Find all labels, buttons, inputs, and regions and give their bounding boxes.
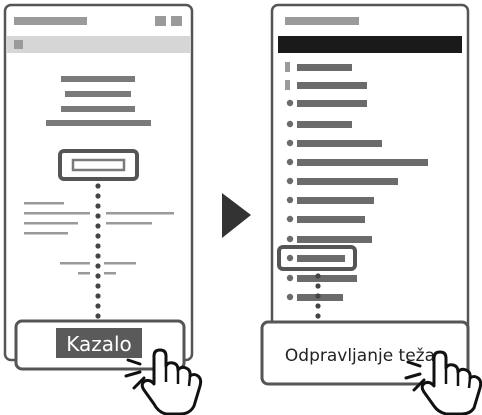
- right-troubleshooting-highlight: [277, 245, 357, 271]
- right-black-band: [278, 36, 462, 53]
- triangle-right-arrow-icon: [222, 193, 251, 238]
- left-dotted-connector: [95, 183, 101, 319]
- left-tap-burst-icon: [124, 358, 146, 390]
- right-tap-burst-icon: [404, 360, 426, 392]
- right-device-screen: Odpravljanje težav: [260, 3, 470, 386]
- left-body-lines: [24, 202, 174, 275]
- left-index-label-box: [56, 328, 142, 358]
- left-heading-line-2: [65, 91, 131, 97]
- left-heading-line-1: [61, 76, 135, 82]
- left-heading-line-4: [46, 120, 151, 126]
- left-index-button-shape: [71, 158, 126, 172]
- left-title-bar: [14, 17, 87, 25]
- left-device-screen: Kazalo: [3, 3, 194, 371]
- right-title-bar: [285, 17, 359, 25]
- left-index-label: Kazalo: [66, 332, 132, 356]
- left-heading-line-3: [61, 106, 135, 112]
- left-header-square-1: [155, 16, 166, 26]
- left-pointing-hand-icon: [124, 348, 203, 415]
- left-toolbar-square: [14, 40, 23, 49]
- right-dotted-connector: [315, 273, 321, 319]
- left-toolbar-band: [7, 36, 190, 53]
- right-pointing-hand-icon: [404, 350, 482, 415]
- right-troubleshooting-label: Odpravljanje težav: [285, 346, 445, 366]
- left-header-square-2: [171, 16, 182, 26]
- right-troubleshooting-callout-frame: [260, 320, 470, 386]
